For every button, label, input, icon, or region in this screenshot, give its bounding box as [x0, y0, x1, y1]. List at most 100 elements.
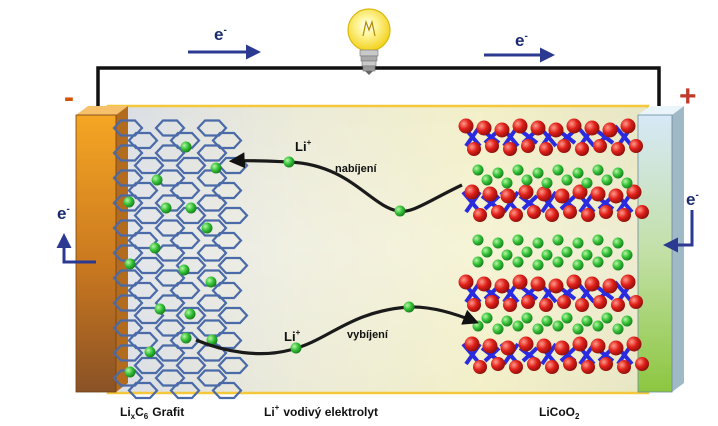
- graphite-hexagon: [112, 294, 144, 312]
- graphite-hexagon: [217, 256, 249, 275]
- lithium-atom: [180, 332, 192, 344]
- lithium-atom: [501, 177, 513, 189]
- oxygen-atom: [473, 360, 487, 374]
- oxygen-atom: [530, 120, 546, 136]
- graphite-hexagon: [154, 294, 186, 312]
- lithium-atom: [592, 320, 604, 332]
- graphite-hexagon: [112, 344, 144, 362]
- oxygen-atom: [599, 205, 613, 219]
- lithium-atom: [512, 234, 524, 246]
- anode-current-collector: [75, 106, 128, 393]
- graphite-hexagon: [211, 381, 243, 400]
- lithium-atom: [501, 315, 513, 327]
- oxygen-atom: [512, 118, 528, 134]
- co-o-bond: [521, 194, 539, 211]
- lithium-atom: [552, 234, 564, 246]
- oxygen-atom: [626, 184, 642, 200]
- oxygen-atom: [494, 122, 510, 138]
- lithium-atom: [185, 202, 197, 214]
- oxygen-atom: [464, 336, 480, 352]
- cathode-current-collector: [637, 106, 684, 393]
- oxygen-atom: [494, 278, 510, 294]
- oxygen-atom: [584, 120, 600, 136]
- discharging-path: [195, 305, 479, 356]
- migrating-li-ion: [283, 156, 295, 168]
- discharging-label: vybíjení: [347, 329, 389, 341]
- lithium-atom: [532, 259, 544, 271]
- lithium-atom: [621, 177, 633, 189]
- graphite-hexagon: [211, 181, 243, 200]
- lithium-atom: [512, 320, 524, 332]
- oxygen-atom: [473, 208, 487, 222]
- negative-terminal-sign: -: [64, 81, 74, 114]
- graphite-hexagon: [112, 144, 144, 162]
- oxygen-atom: [617, 360, 631, 374]
- lithium-atom: [521, 174, 533, 186]
- li-ion-label-discharging: Li+: [284, 328, 301, 344]
- lithium-atom: [561, 174, 573, 186]
- graphite-hexagon: [196, 344, 228, 362]
- graphite-hexagon: [112, 194, 144, 212]
- lithium-atom: [205, 276, 217, 288]
- oxygen-atom: [500, 340, 516, 356]
- lithium-atom: [601, 174, 613, 186]
- lithium-atom: [581, 249, 593, 261]
- lithium-atom: [581, 315, 593, 327]
- graphite-hexagon: [112, 244, 144, 262]
- co-o-bond: [521, 346, 539, 363]
- co-o-bond: [559, 194, 577, 211]
- graphite-hexagon: [211, 281, 243, 300]
- oxygen-atom: [503, 142, 517, 156]
- oxygen-atom: [629, 139, 643, 153]
- oxygen-atom: [467, 142, 481, 156]
- lithium-atom: [206, 334, 218, 346]
- intercalated-lithium-anode: [123, 141, 222, 378]
- oxygen-atom: [599, 357, 613, 371]
- graphite-hexagon: [133, 156, 165, 175]
- graphite-hexagon: [217, 306, 249, 325]
- lithium-atom: [612, 237, 624, 249]
- lithium-atom: [178, 264, 190, 276]
- lithium-atom: [592, 234, 604, 246]
- lithium-atom: [601, 246, 613, 258]
- oxygen-atom: [602, 278, 618, 294]
- oxygen-atom: [458, 274, 474, 290]
- oxygen-atom: [536, 186, 552, 202]
- lithium-atom: [561, 246, 573, 258]
- lithium-atom: [492, 237, 504, 249]
- oxygen-atom: [512, 274, 528, 290]
- oxygen-atom: [572, 184, 588, 200]
- oxygen-atom: [620, 118, 636, 134]
- lithium-atom: [123, 196, 135, 208]
- lithium-atom: [621, 315, 633, 327]
- lithium-atom: [124, 366, 136, 378]
- lithium-atom: [501, 249, 513, 261]
- oxygen-atom: [485, 295, 499, 309]
- oxygen-atom: [566, 118, 582, 134]
- oxygen-atom: [485, 139, 499, 153]
- oxygen-atom: [635, 357, 649, 371]
- lithium-atom: [184, 308, 196, 320]
- oxygen-atom: [545, 208, 559, 222]
- lithium-atom: [149, 242, 161, 254]
- electron-label-top-right: e-: [515, 31, 528, 50]
- oxygen-atom: [521, 295, 535, 309]
- oxygen-atom: [611, 142, 625, 156]
- oxygen-atom: [545, 360, 559, 374]
- graphite-anode: [112, 119, 249, 400]
- graphite-hexagon: [127, 281, 159, 300]
- graphite-hexagon: [169, 231, 201, 250]
- lithium-atom: [492, 259, 504, 271]
- oxygen-atom: [563, 205, 577, 219]
- lithium-atom: [532, 167, 544, 179]
- lithium-atom: [561, 312, 573, 324]
- oxygen-atom: [554, 188, 570, 204]
- oxygen-atom: [572, 336, 588, 352]
- circuit-wire: [96, 66, 661, 110]
- oxygen-atom: [584, 276, 600, 292]
- lithium-atom: [572, 167, 584, 179]
- lithium-atom: [572, 237, 584, 249]
- oxygen-atom: [626, 336, 642, 352]
- lithium-atom: [552, 256, 564, 268]
